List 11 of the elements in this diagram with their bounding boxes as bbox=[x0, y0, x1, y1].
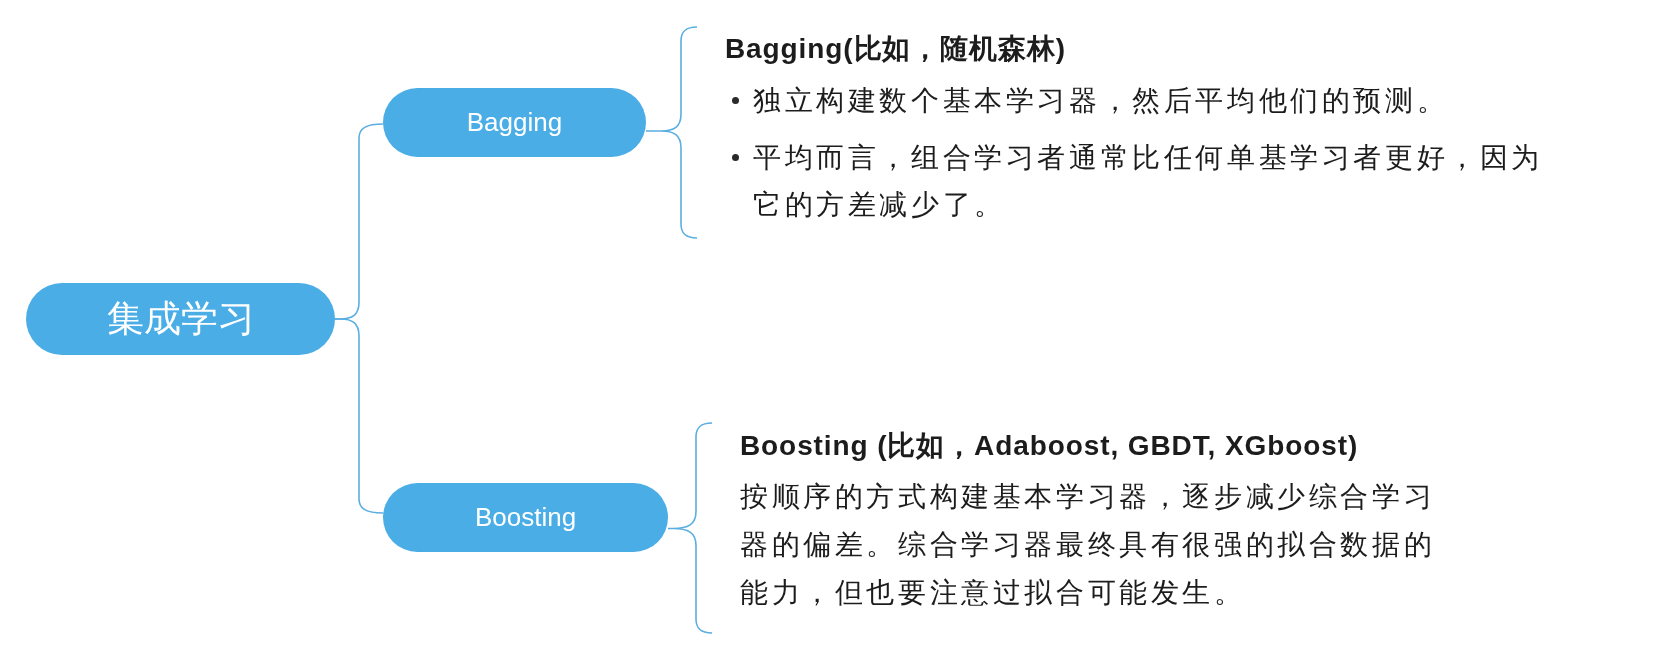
bullet-point-text: 平均而言，组合学习者通常比任何单基学习者更好，因为它的方差减少了。 bbox=[753, 140, 1544, 222]
heading-text: Boosting (比如，Adaboost, GBDT, XGboost) bbox=[740, 429, 1360, 463]
subtopic-node: Boosting bbox=[383, 483, 668, 552]
subtopic-node: Bagging bbox=[383, 88, 646, 157]
heading-text: Bagging(比如，随机森林) bbox=[725, 32, 1068, 66]
brace-connector bbox=[667, 422, 713, 634]
bullet-point-text: 独立构建数个基本学习器，然后平均他们的预测。 bbox=[753, 83, 1450, 118]
brace-connector bbox=[645, 26, 698, 239]
root-topic-node: 集成学习 bbox=[26, 283, 335, 355]
description-text: 按顺序的方式构建基本学习器，逐步减少综合学习器的偏差。综合学习器最终具有很强的拟合数据的能力，但也要注意过拟合可能发生。 bbox=[740, 480, 1437, 610]
brace-connector bbox=[334, 318, 384, 514]
